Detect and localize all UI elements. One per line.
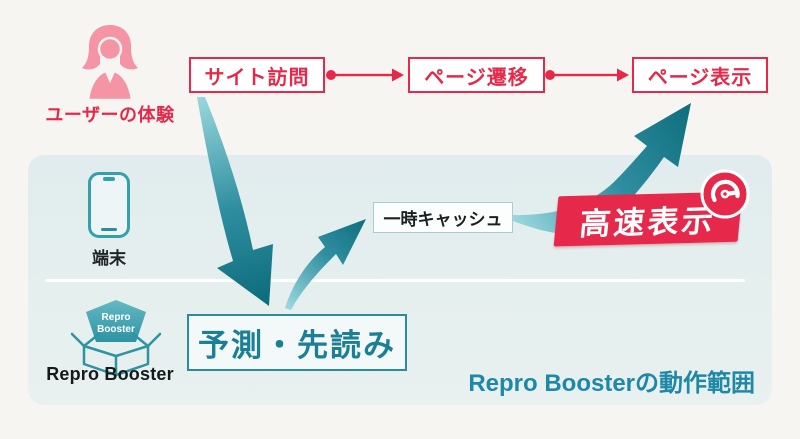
repro-booster-label: Repro Booster xyxy=(46,364,174,384)
repro-booster-box-icon: Repro Booster xyxy=(70,300,162,376)
red-connector-2 xyxy=(545,68,629,82)
teal-arrow-to-cache xyxy=(285,219,366,310)
temporary-cache-box: 一時キャッシュ xyxy=(373,202,513,233)
booster-badge xyxy=(86,300,146,342)
predict-prefetch-box: 予測・先読み xyxy=(187,314,407,371)
red-connector-1 xyxy=(326,68,404,82)
phone-homebar xyxy=(101,227,117,231)
step-site-visit: サイト訪問 xyxy=(189,57,325,93)
booster-badge-line2: Booster xyxy=(97,324,135,335)
panel-divider xyxy=(45,279,745,282)
speedometer-icon xyxy=(700,169,750,219)
user-woman-icon xyxy=(82,25,138,100)
step-page-transition: ページ遷移 xyxy=(408,57,545,93)
booster-badge-line1: Repro xyxy=(102,312,131,323)
teal-arrow-fast-display xyxy=(513,103,691,235)
device-label: 端末 xyxy=(92,249,126,268)
teal-arrow-down xyxy=(197,97,273,306)
phone-notch xyxy=(103,177,115,181)
persona-label: ユーザーの体験 xyxy=(45,105,175,125)
scope-label: Repro Boosterの動作範囲 xyxy=(468,370,755,397)
open-box-outline xyxy=(70,332,162,376)
step-page-display: ページ表示 xyxy=(632,57,768,93)
smartphone-icon xyxy=(88,172,130,238)
